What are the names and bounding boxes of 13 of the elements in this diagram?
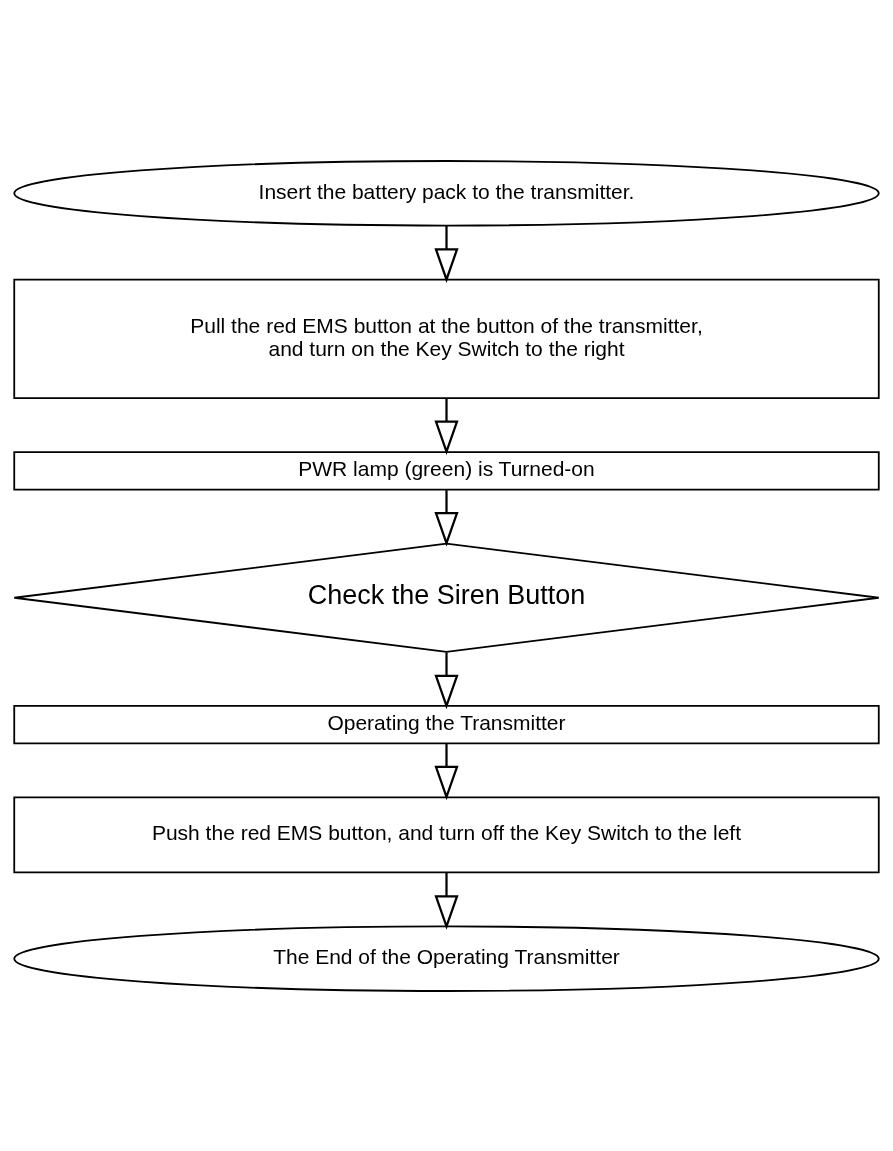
node-box: Push the red EMS button, and turn off the Key Switch to the left [13,796,880,873]
node-ellipse: Insert the battery pack to the transmitter. [13,159,880,226]
arrow [434,652,459,709]
arrow [434,743,459,800]
arrow [434,397,459,455]
node-box: Pull the red EMS button at the button of the transmitter, and turn on the Key Switch to the right [13,278,880,399]
node-box: Operating the Transmitter [13,704,880,744]
arrow [434,872,459,930]
node-ellipse: The End of the Operating Transmitter [13,925,880,992]
node-box: PWR lamp (green) is Turned-on [13,450,880,491]
arrow [434,489,459,547]
node-diamond: Check the Siren Button [13,542,880,653]
arrow [434,225,459,283]
